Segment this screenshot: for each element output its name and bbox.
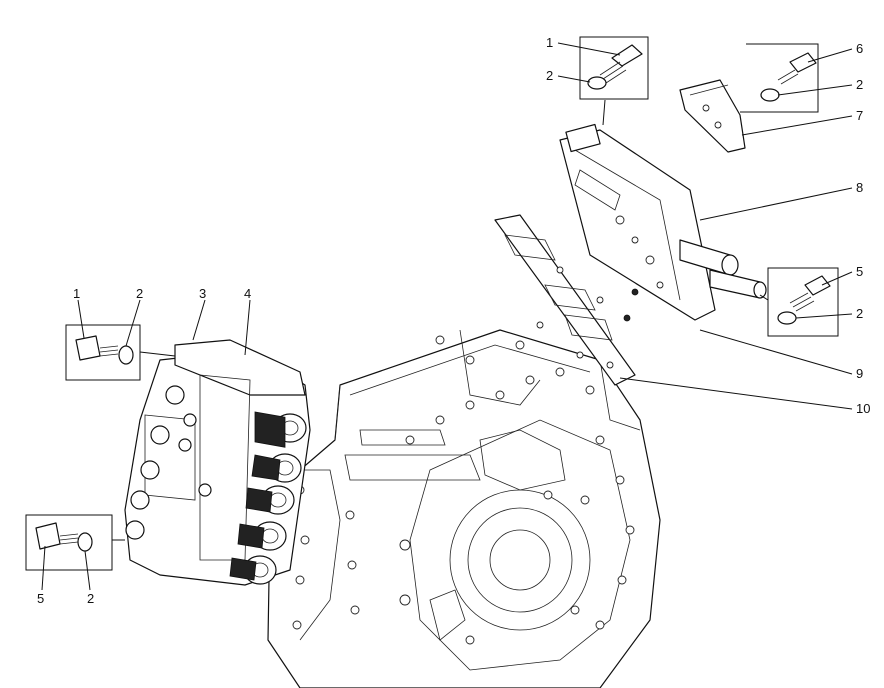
gearbox-housing xyxy=(267,329,661,688)
callout-7: 7 xyxy=(856,108,863,123)
bolt-box-top xyxy=(579,36,649,100)
valve-body-assembly xyxy=(124,339,311,586)
callout-4: 4 xyxy=(244,286,251,301)
callout-8: 8 xyxy=(856,180,863,195)
callout-9: 9 xyxy=(856,366,863,381)
callout-3: 3 xyxy=(199,286,206,301)
callout-2-top: 2 xyxy=(546,68,553,83)
bolt-box-left xyxy=(65,324,141,381)
bracket-block xyxy=(679,79,746,153)
bolt-box-right xyxy=(767,267,839,337)
callout-1-left: 1 xyxy=(73,286,80,301)
bolt-box-top-right xyxy=(740,43,819,113)
solenoid-cylinders xyxy=(229,411,307,585)
callout-5-bottom: 5 xyxy=(37,591,44,606)
callout-2-bottom: 2 xyxy=(87,591,94,606)
callout-6: 6 xyxy=(856,41,863,56)
gasket-plate xyxy=(494,214,636,386)
callout-5-right: 5 xyxy=(856,264,863,279)
callout-1-top: 1 xyxy=(546,35,553,50)
bolt-box-bottom xyxy=(25,514,113,571)
leader-lines xyxy=(41,42,853,591)
callout-2-right-mid: 2 xyxy=(856,306,863,321)
callout-2-right-top: 2 xyxy=(856,77,863,92)
callout-2-left: 2 xyxy=(136,286,143,301)
callout-10: 10 xyxy=(856,401,870,416)
separator-plate xyxy=(559,123,767,322)
callout-numbers: 1 2 6 2 7 8 5 2 9 10 1 2 3 4 5 2 xyxy=(37,35,870,606)
valve-shafts xyxy=(679,239,767,299)
